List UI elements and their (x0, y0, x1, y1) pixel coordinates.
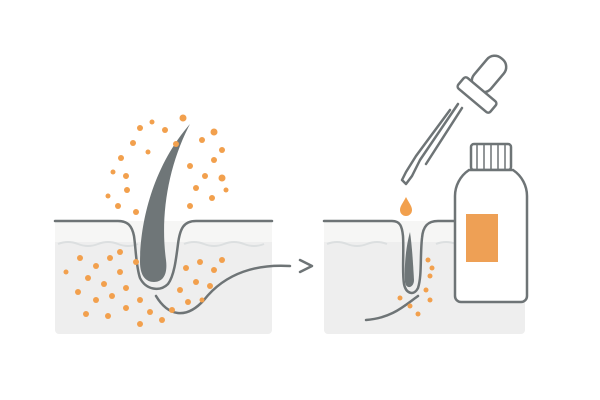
arrow-right-icon (298, 258, 314, 274)
particle-dot (223, 187, 229, 193)
particle-dot (118, 155, 124, 161)
particle-dot (110, 169, 116, 175)
particle-dot (179, 114, 187, 122)
particle-dot (77, 255, 83, 261)
particle-dot (133, 209, 139, 215)
particle-dot (93, 263, 99, 269)
particle-dot (169, 307, 175, 313)
after-panel (322, 54, 529, 334)
particle-dot (199, 297, 205, 303)
particle-dot (137, 321, 143, 327)
particle-dot (183, 265, 189, 271)
particle-dot (115, 203, 121, 209)
particle-dot (173, 141, 179, 147)
hair-strand-icon (140, 124, 190, 282)
particle-dot (107, 255, 113, 261)
particle-dot (83, 311, 89, 317)
particle-dot (397, 295, 403, 301)
skin-block-left (55, 221, 272, 334)
particle-dot (187, 203, 193, 209)
skin-surface-line-right (322, 219, 462, 295)
particle-dot (211, 157, 217, 163)
particles-above-left (105, 114, 229, 215)
dropper-icon (400, 54, 508, 186)
particle-dot (124, 187, 130, 193)
particle-dot (429, 265, 435, 271)
particle-dot (159, 317, 165, 323)
particle-dot (425, 257, 431, 263)
particle-dot (85, 275, 91, 281)
particle-dot (93, 297, 99, 303)
particle-dot (193, 279, 199, 285)
particle-dot (210, 128, 218, 136)
particles-right (397, 257, 435, 317)
skin-wave-left (57, 241, 265, 247)
serum-bottle-icon (453, 142, 529, 304)
particle-dot (197, 259, 203, 265)
particle-dot (133, 259, 139, 265)
particle-dot (199, 137, 205, 143)
particle-dot (75, 289, 81, 295)
particle-dot (218, 174, 226, 182)
particle-dot (211, 267, 217, 273)
particle-dot (193, 185, 199, 191)
particle-dot (207, 283, 213, 289)
particle-dot (149, 119, 155, 125)
bottle-label (466, 214, 498, 262)
particle-dot (427, 297, 433, 303)
particle-dot (117, 269, 123, 275)
particle-dot (219, 257, 225, 263)
particle-dot (105, 313, 111, 319)
before-panel (53, 114, 292, 334)
particle-dot (415, 311, 421, 317)
particle-dot (130, 140, 136, 146)
particle-dot (202, 173, 208, 179)
particle-dot (123, 173, 129, 179)
particle-dot (101, 281, 107, 287)
particle-dot (187, 163, 193, 169)
particle-dot (219, 147, 225, 153)
particle-dot (185, 299, 191, 305)
particle-dot (137, 125, 143, 131)
particle-dot (105, 193, 111, 199)
particle-dot (123, 285, 129, 291)
particle-dot (117, 249, 123, 255)
particles-below-left (63, 249, 225, 327)
particle-dot (427, 273, 433, 279)
particle-dot (177, 287, 183, 293)
particle-dot (123, 305, 129, 311)
particle-dot (162, 127, 168, 133)
serum-drop-icon (400, 197, 412, 216)
particle-dot (209, 195, 215, 201)
particle-dot (145, 149, 151, 155)
follicle-icon (404, 232, 414, 288)
skin-surface-line-left (53, 219, 274, 291)
nerve-line-right (364, 294, 420, 322)
particle-dot (63, 269, 69, 275)
particle-dot (423, 287, 429, 293)
particle-dot (407, 303, 413, 309)
particle-dot (109, 293, 115, 299)
particle-dot (137, 297, 143, 303)
particle-dot (147, 309, 153, 315)
